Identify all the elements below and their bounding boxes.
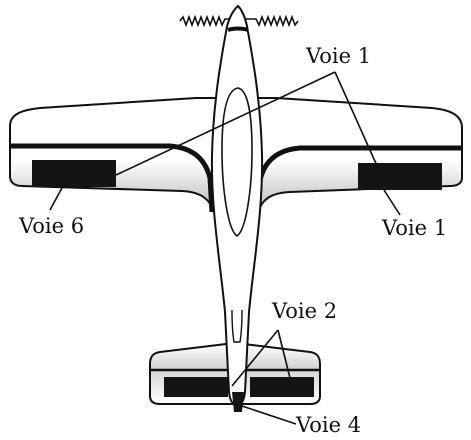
propeller-icon <box>179 14 299 28</box>
left-aileron <box>32 160 116 187</box>
label-voie2: Voie 2 <box>271 299 337 323</box>
fuselage <box>210 4 264 408</box>
callout-lines <box>49 71 401 425</box>
rudder <box>232 392 244 412</box>
left-elevator <box>164 377 228 397</box>
label-voie1-right: Voie 1 <box>381 216 447 240</box>
right-aileron <box>358 163 442 190</box>
label-voie1-top: Voie 1 <box>305 44 371 68</box>
right-elevator <box>250 377 314 397</box>
label-voie6: Voie 6 <box>18 214 84 238</box>
label-voie4: Voie 4 <box>295 413 361 437</box>
